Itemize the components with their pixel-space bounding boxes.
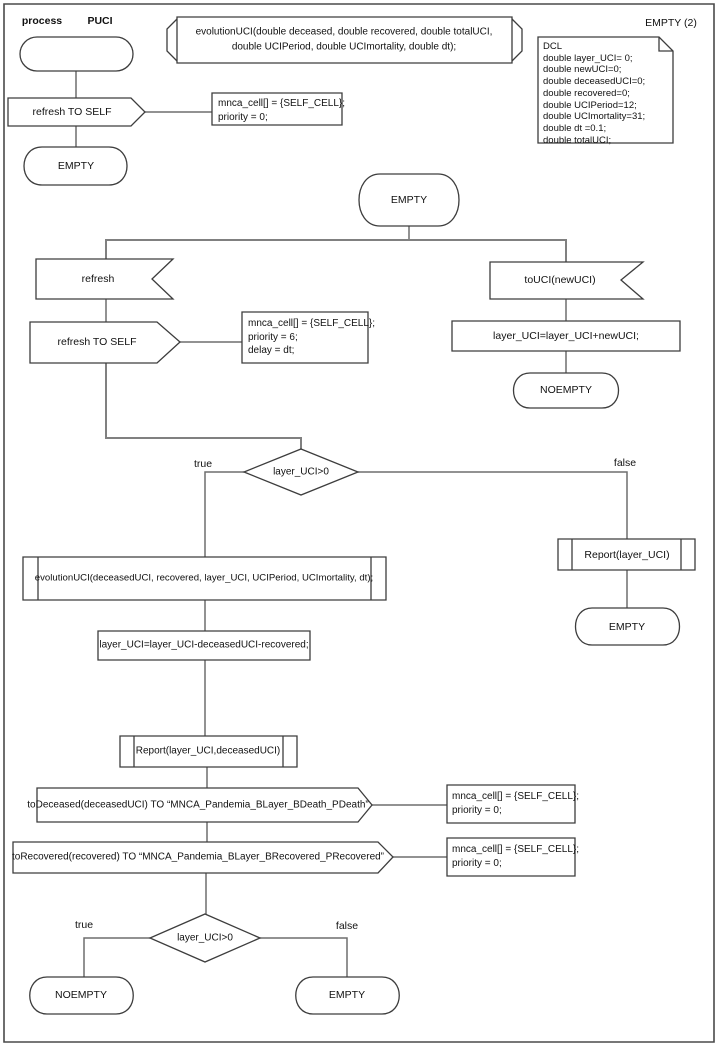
- state-noempty-mid-label: NOEMPTY: [540, 384, 592, 396]
- call-report-2-label: Report(layer_UCI,deceasedUCI): [135, 745, 281, 757]
- dcl-line: double dt =0.1;: [543, 122, 607, 134]
- dcl-note-shape: [538, 37, 673, 143]
- call-evolution-label: evolutionUCI(deceasedUCI, recovered, lay…: [34, 572, 374, 584]
- param-line: mnca_cell[] = {SELF_CELL};: [248, 318, 376, 329]
- output-todeceased-shape: [37, 788, 372, 822]
- task-add-label: layer_UCI=layer_UCI+newUCI;: [493, 330, 639, 342]
- output-torecovered-shape: [13, 842, 393, 873]
- output-torecovered-label: toRecovered(recovered) TO “MNCA_Pandemia…: [11, 851, 385, 863]
- process-name: PUCI: [87, 15, 113, 27]
- dcl-line: double newUCI=0;: [543, 64, 622, 76]
- output-refresh-to-self-1-label: refresh TO SELF: [32, 106, 112, 118]
- call-report-1-shape: [558, 539, 695, 570]
- process-keyword: process: [21, 15, 63, 27]
- params-box-1-text: mnca_cell[] = {SELF_CELL}; priority = 0;: [218, 97, 345, 124]
- true-branch-line: [205, 472, 244, 557]
- param-line: mnca_cell[] = {SELF_CELL};: [452, 844, 580, 855]
- page-border: [4, 4, 714, 1042]
- state-empty-bottom-shape: [296, 977, 400, 1014]
- connectors: [76, 71, 627, 977]
- input-touci-shape: [490, 262, 643, 299]
- decision-1-condition: layer_UCI>0: [273, 466, 329, 478]
- false-branch-line-2: [260, 938, 347, 977]
- state-empty-right-label: EMPTY: [608, 621, 646, 633]
- start-state-shape: [20, 37, 133, 71]
- param-line: mnca_cell[] = {SELF_CELL};: [218, 98, 346, 109]
- param-line: priority = 6;: [248, 331, 298, 343]
- call-report-2-shape: [120, 736, 297, 767]
- decision-layer-uci-1-shape: [244, 449, 358, 495]
- state-noempty-bottom-shape: [30, 977, 134, 1014]
- param-line: priority = 0;: [452, 857, 502, 869]
- decision-2-true-label: true: [74, 919, 94, 931]
- param-line: delay = dt;: [248, 345, 295, 356]
- params-box-3: [447, 785, 575, 823]
- call-report-1-label: Report(layer_UCI): [584, 549, 670, 561]
- params-box-1: [212, 93, 342, 125]
- task-subtract-label: layer_UCI=layer_UCI-deceasedUCI-recovere…: [99, 639, 309, 651]
- procedure-declaration-left-cap: [167, 19, 177, 61]
- param-line: priority = 0;: [218, 111, 268, 123]
- params-box-3-text: mnca_cell[] = {SELF_CELL}; priority = 0;: [452, 790, 579, 817]
- true-branch-line-2: [84, 938, 150, 977]
- procedure-decl-line2: double UCIPeriod, double UCImortality, d…: [231, 41, 457, 53]
- input-touci-label: toUCI(newUCI): [524, 274, 596, 286]
- output-refresh-to-self-2-label: refresh TO SELF: [57, 336, 137, 348]
- page-label: EMPTY (2): [645, 17, 697, 29]
- decision-1-false-label: false: [613, 457, 637, 469]
- dcl-line: double layer_UCI= 0;: [543, 52, 633, 64]
- input-refresh-label: refresh: [81, 273, 115, 285]
- state-empty-1-shape: [24, 147, 127, 185]
- procedure-declaration-shape: [177, 17, 512, 63]
- procedure-decl-line1: evolutionUCI(double deceased, double rec…: [195, 26, 493, 38]
- dcl-line: double totalUCI;: [543, 134, 612, 146]
- dcl-line: double recovered=0;: [543, 87, 630, 99]
- params-box-4: [447, 838, 575, 876]
- input-refresh-shape: [36, 259, 173, 299]
- param-line: priority = 0;: [452, 804, 502, 816]
- output-refresh-to-self-2-shape: [30, 322, 180, 363]
- output-refresh-to-self-1-shape: [8, 98, 145, 126]
- state-empty-bottom-label: EMPTY: [328, 989, 366, 1001]
- params-box-4-text: mnca_cell[] = {SELF_CELL}; priority = 0;: [452, 843, 579, 870]
- trunk-to-decision: [106, 363, 301, 449]
- param-line: mnca_cell[] = {SELF_CELL};: [452, 791, 580, 802]
- decision-2-false-label: false: [335, 920, 359, 932]
- trunk-branch-line: [106, 240, 566, 262]
- dcl-line: DCL: [543, 41, 563, 52]
- state-empty-main-label: EMPTY: [390, 194, 428, 206]
- params-box-2: [242, 312, 368, 363]
- state-empty-1-label: EMPTY: [57, 160, 95, 172]
- dcl-line: double UCIPeriod=12;: [543, 99, 637, 111]
- task-subtract-shape: [98, 631, 310, 660]
- dcl-line: double UCImortality=31;: [543, 111, 646, 123]
- state-noempty-mid-shape: [514, 373, 619, 408]
- decision-1-true-label: true: [193, 458, 213, 470]
- state-empty-right-shape: [576, 608, 680, 645]
- procedure-declaration-right-cap: [512, 19, 522, 61]
- dcl-note-fold: [659, 37, 673, 51]
- decision-layer-uci-2-shape: [150, 914, 260, 962]
- false-branch-line: [358, 472, 627, 539]
- task-add-shape: [452, 321, 680, 351]
- dcl-declarations: DCL double layer_UCI= 0; double newUCI=0…: [543, 41, 645, 146]
- dcl-line: double deceasedUCI=0;: [543, 76, 646, 88]
- params-box-2-text: mnca_cell[] = {SELF_CELL}; priority = 6;…: [248, 317, 375, 358]
- output-todeceased-label: toDeceased(deceasedUCI) TO “MNCA_Pandemi…: [27, 799, 369, 811]
- state-empty-main-shape: [359, 174, 459, 226]
- state-noempty-bottom-label: NOEMPTY: [55, 989, 107, 1001]
- decision-2-condition: layer_UCI>0: [177, 932, 233, 944]
- call-evolution-shape: [23, 557, 386, 600]
